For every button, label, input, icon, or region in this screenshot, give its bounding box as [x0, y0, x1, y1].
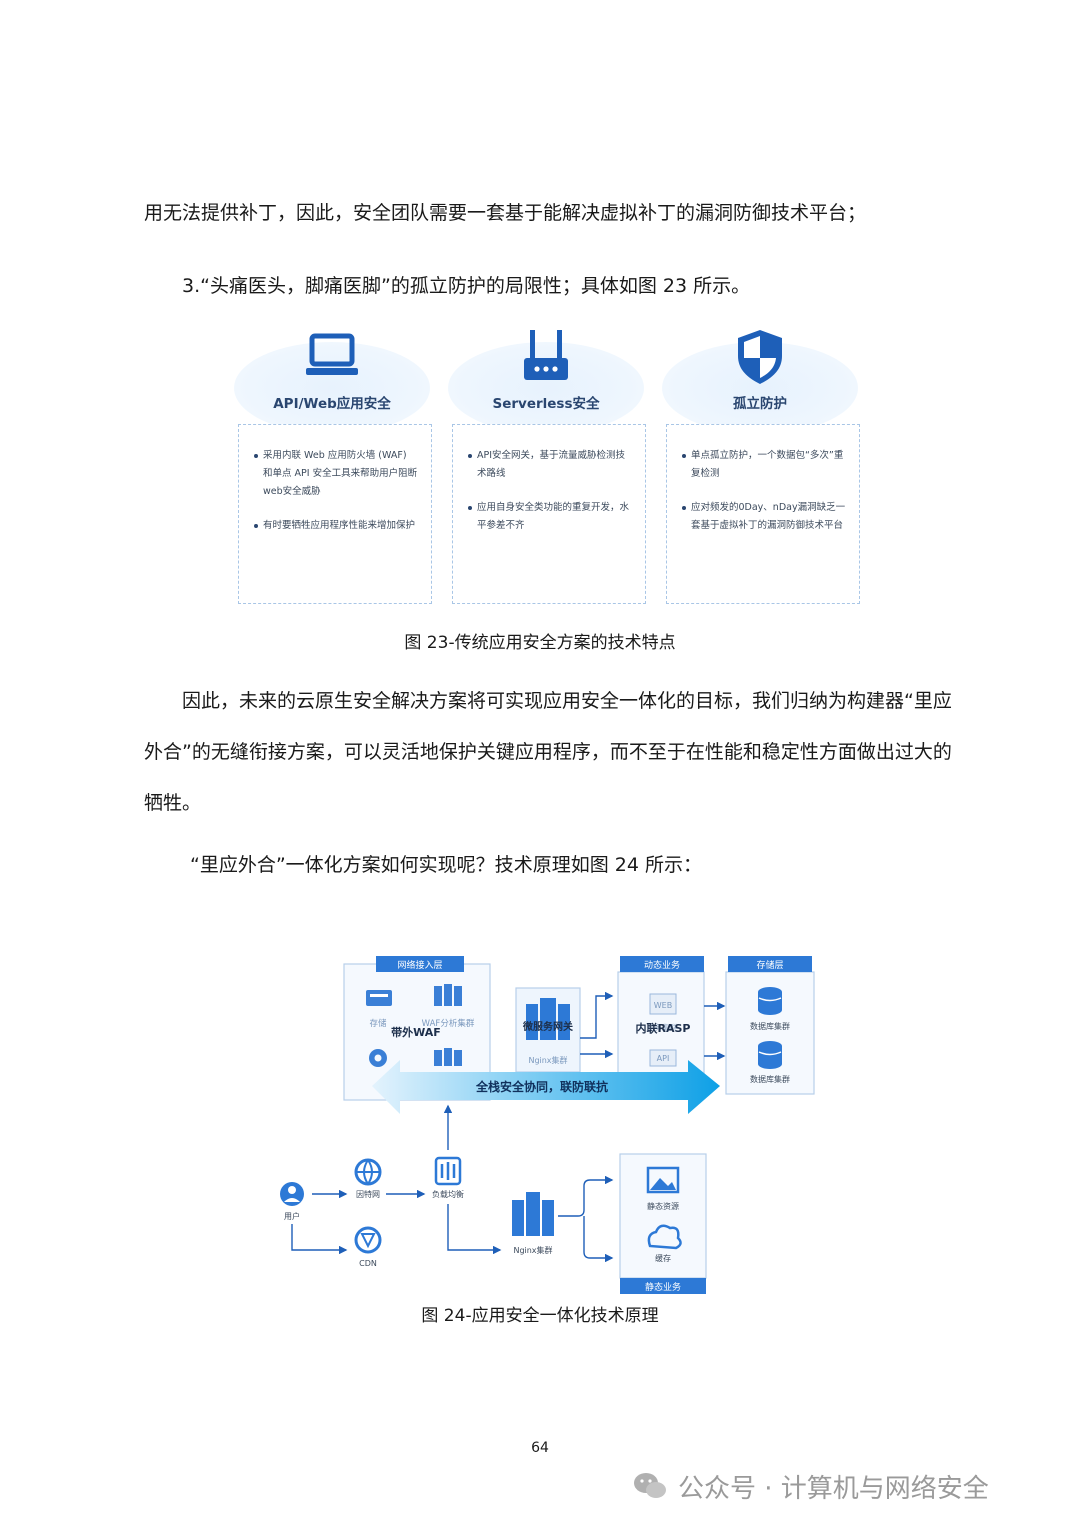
server-icon — [526, 998, 570, 1040]
database-icon — [758, 1041, 782, 1069]
oob-waf-label: 带外WAF — [391, 1025, 441, 1039]
paragraph-4: “里应外合”一体化方案如何实现呢？技术原理如图 24 所示： — [190, 854, 702, 876]
user-label: 用户 — [284, 1211, 300, 1221]
bullet-item: 单点孤立防护，一个数据包“多次”重复检测 — [682, 447, 847, 483]
paragraph-1: 用无法提供补丁，因此，安全团队需要一套基于能解决虚拟补丁的漏洞防御技术平台； — [144, 202, 867, 224]
dynamic-business-label: 动态业务 — [644, 959, 680, 971]
fig23-bullet-box: API安全网关，基于流量威胁检测技术路线 应用自身安全类功能的重复开发，水平参差… — [452, 424, 646, 604]
fig23-column-api-web: API/Web应用安全 采用内联 Web 应用防火墙 (WAF) 和单点 API… — [234, 322, 432, 606]
paragraph-2: 3.“头痛医头，脚痛医脚”的孤立防护的局限性；具体如图 23 所示。 — [182, 275, 751, 297]
db-cluster-2-label: 数据库集群 — [750, 1074, 790, 1084]
wechat-icon — [634, 1473, 666, 1498]
inline-rasp-label: 内联RASP — [636, 1021, 691, 1035]
bullet-item: 采用内联 Web 应用防火墙 (WAF) 和单点 API 安全工具来帮助用户阻断… — [254, 447, 419, 501]
cdn-label: CDN — [359, 1259, 377, 1268]
bullet-item: 应对频发的0Day、nDay漏洞缺乏一套基于虚拟补丁的漏洞防御技术平台 — [682, 499, 847, 535]
cloud-cache-icon — [647, 1224, 682, 1250]
nginx-cluster-label: Nginx集群 — [513, 1245, 552, 1255]
fig23-title: 孤立防护 — [733, 396, 787, 412]
storage-layer-tag — [728, 956, 812, 972]
image-icon — [646, 1166, 680, 1194]
internet-label: 因特网 — [356, 1189, 380, 1199]
watermark: 公众号 · 计算机与网络安全 — [632, 1466, 1052, 1506]
globe-icon — [354, 1158, 382, 1186]
figure-24-caption: 图 24-应用安全一体化技术原理 — [421, 1306, 659, 1326]
router-icon — [448, 326, 644, 388]
bullet-item: API安全网关，基于流量威胁检测技术路线 — [468, 447, 633, 483]
static-business-tag — [620, 1278, 706, 1294]
static-business-label: 静态业务 — [645, 1281, 681, 1293]
storage-layer-label: 存储层 — [756, 959, 783, 971]
web-label: WEB — [654, 1001, 672, 1010]
business-cluster-label: 业务集群 — [647, 1022, 677, 1032]
server-icon — [512, 1192, 554, 1236]
user-icon — [280, 1182, 304, 1206]
gear-icon — [369, 1049, 387, 1067]
storage-label: 存储 — [369, 1018, 387, 1029]
cache-label: 缓存 — [655, 1253, 671, 1263]
server-rack-icon — [366, 990, 392, 1006]
database-icon — [758, 987, 782, 1015]
nginx-cluster-top-label: Nginx集群 — [528, 1055, 567, 1065]
bullet-item: 有时要牺牲应用程序性能来增加保护 — [254, 517, 419, 535]
banner-label: 全栈安全协同，联防联抗 — [475, 1079, 608, 1094]
fig23-title: API/Web应用安全 — [273, 396, 391, 412]
fig23-column-isolated: 孤立防护 单点孤立防护，一个数据包“多次”重复检测 应对频发的0Day、nDay… — [662, 322, 860, 606]
waf-cluster-label: WAF分析集群 — [422, 1018, 475, 1029]
paragraph-3: 因此，未来的云原生安全解决方案将可实现应用安全一体化的目标，我们归纳为构建器“里… — [144, 690, 952, 814]
fig23-column-serverless: Serverless安全 API安全网关，基于流量威胁检测技术路线 应用自身安全… — [448, 322, 646, 606]
db-cluster-1-label: 数据库集群 — [750, 1021, 790, 1031]
laptop-icon — [234, 326, 430, 388]
gateway-label: 微服务网关 — [522, 1020, 573, 1033]
cdn-icon — [354, 1226, 382, 1254]
page-number: 64 — [531, 1440, 549, 1456]
api-box — [649, 1049, 677, 1067]
cloud-background — [234, 342, 430, 434]
cluster-icon — [434, 984, 462, 1006]
bullet-item: 应用自身安全类功能的重复开发，水平参差不齐 — [468, 499, 633, 535]
static-business-box — [619, 1153, 707, 1279]
static-resources-label: 静态资源 — [647, 1201, 679, 1211]
cloud-background — [448, 342, 644, 434]
fig23-bullet-box: 采用内联 Web 应用防火墙 (WAF) 和单点 API 安全工具来帮助用户阻断… — [238, 424, 432, 604]
dynamic-business-tag — [620, 956, 704, 972]
figure-23: API/Web应用安全 采用内联 Web 应用防火墙 (WAF) 和单点 API… — [234, 322, 864, 610]
figure-24: 网络接入层 存储 WAF分析集群 带外WAF 微服务网关 — [278, 950, 818, 1298]
web-box — [649, 993, 677, 1015]
banner-arrow — [372, 1060, 720, 1114]
shield-icon — [662, 326, 858, 388]
load-balancer-icon — [434, 1156, 462, 1186]
fig23-title: Serverless安全 — [492, 396, 600, 412]
load-balancer-label: 负载均衡 — [432, 1189, 464, 1199]
watermark-text: 公众号 · 计算机与网络安全 — [678, 1473, 989, 1504]
fig23-bullet-box: 单点孤立防护，一个数据包“多次”重复检测 应对频发的0Day、nDay漏洞缺乏一… — [666, 424, 860, 604]
network-layer-label: 网络接入层 — [397, 959, 442, 971]
cluster-icon — [434, 1048, 462, 1066]
network-layer-tag — [376, 956, 464, 972]
api-label: API — [657, 1054, 670, 1063]
figure-23-caption: 图 23-传统应用安全方案的技术特点 — [404, 633, 676, 653]
